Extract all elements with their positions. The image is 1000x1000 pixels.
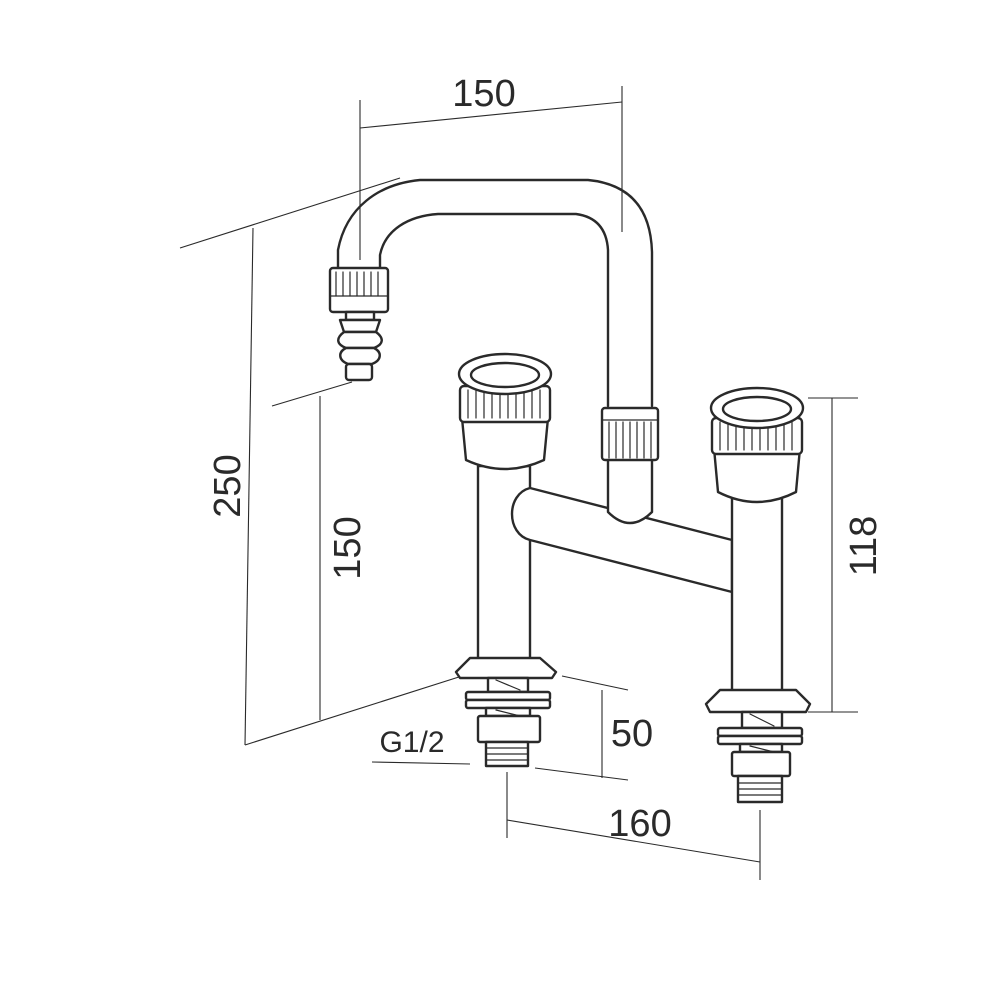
dimension-lines xyxy=(179,86,858,880)
spout-swivel xyxy=(600,406,660,525)
left-shank xyxy=(454,656,558,768)
dimension-total-height: 250 xyxy=(207,454,249,517)
gooseneck-spout xyxy=(336,178,654,408)
thread-size-label: G1/2 xyxy=(379,726,444,759)
dimension-spout-reach: 150 xyxy=(452,73,515,115)
dimension-handle-height: 118 xyxy=(843,516,885,577)
outlet-nut xyxy=(328,266,390,314)
dimension-shank-length: 50 xyxy=(611,713,653,755)
hose-barb-nozzle xyxy=(337,310,383,382)
dimension-outlet-height: 150 xyxy=(327,516,369,579)
left-valve xyxy=(457,352,553,664)
right-shank xyxy=(704,688,812,804)
bridge-pipe xyxy=(510,486,734,594)
dimension-center-distance: 160 xyxy=(608,803,671,845)
